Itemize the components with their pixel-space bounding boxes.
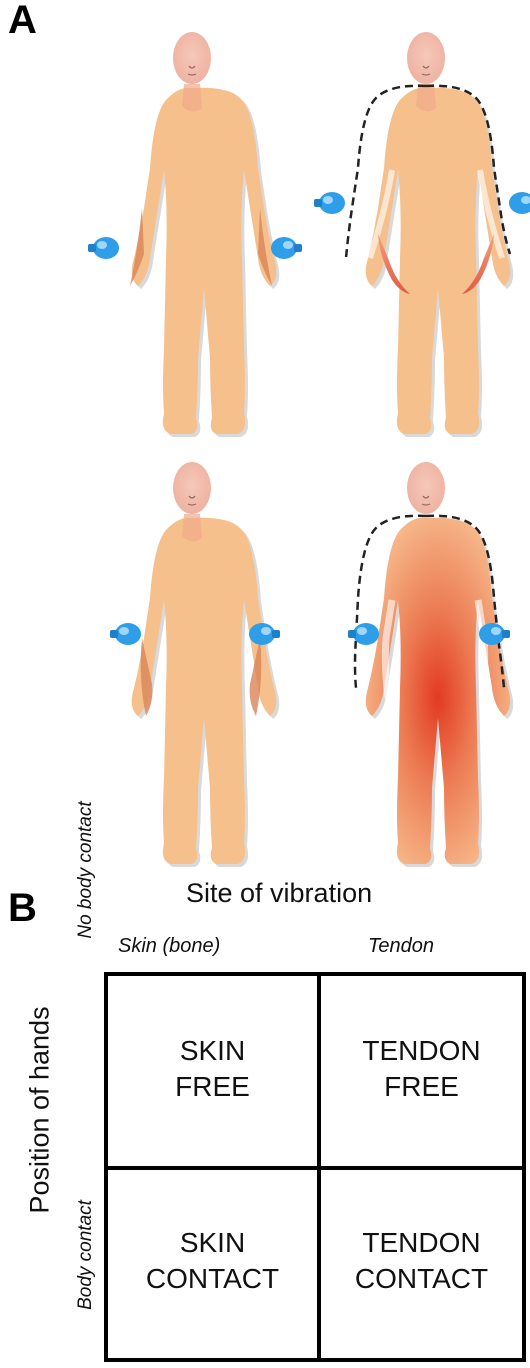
row-header-body-contact: Body contact [75, 1200, 97, 1310]
row-header-no-body-contact: No body contact [75, 801, 97, 938]
column-header-skin: Skin (bone) [118, 935, 220, 958]
panel-label-b: B [8, 886, 37, 931]
column-header-tendon: Tendon [368, 935, 434, 958]
position-of-hands-title: Position of hands [25, 1006, 56, 1213]
body-figures-illustration [0, 0, 530, 880]
site-of-vibration-title: Site of vibration [186, 878, 372, 909]
